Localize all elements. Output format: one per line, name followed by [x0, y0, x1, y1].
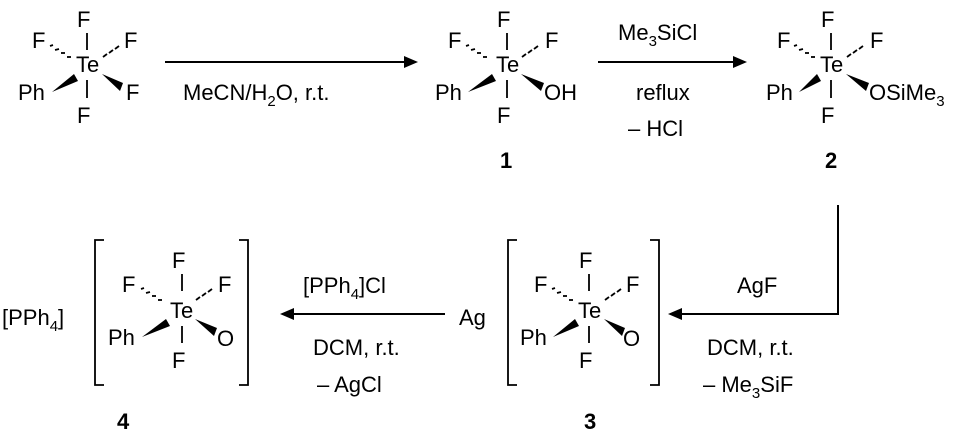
- arrowhead-2: [733, 56, 747, 68]
- wedge-bond-oxygen: [604, 319, 625, 336]
- hashed-bond-right: [604, 288, 622, 301]
- tellurium-atom: Te: [578, 298, 601, 323]
- phenyl-group: Ph: [108, 325, 135, 350]
- axial-fluorine-bottom: F: [579, 348, 592, 373]
- hashed-bond-right: [846, 45, 864, 58]
- hashed-bond-left: [140, 287, 162, 301]
- bracket-right: [650, 239, 660, 386]
- axial-fluorine-bottom: F: [821, 103, 834, 128]
- axial-fluorine-top: F: [497, 7, 510, 32]
- reaction-arrow-3: [678, 205, 839, 315]
- tellurium-atom: Te: [820, 52, 843, 77]
- condition-reagent-me3sicl: Me3SiCl: [618, 20, 697, 50]
- tellurium-atom: Te: [496, 52, 519, 77]
- hashed-bond-right: [195, 288, 213, 301]
- fluorine-back-right: F: [124, 28, 137, 53]
- compound-2: F F F Te Ph OSiMe3 F 2: [766, 7, 945, 173]
- condition-reflux: reflux: [636, 80, 690, 105]
- tellurium-atom: Te: [170, 298, 193, 323]
- compound-number-2: 2: [825, 148, 837, 173]
- wedge-bond-phenyl: [553, 319, 579, 337]
- wedge-bond-phenyl: [799, 74, 821, 92]
- bracket-right: [239, 239, 249, 386]
- wedge-bond-hydroxyl: [521, 74, 544, 91]
- arrowhead-4: [280, 308, 294, 320]
- tetraphenylphosphonium-cation: [PPh4]: [2, 305, 64, 335]
- fluorine-back-left: F: [777, 28, 790, 53]
- condition-pph4cl: [PPh4]Cl: [303, 273, 386, 303]
- fluorine-back-right: F: [626, 272, 639, 297]
- fluorine-back-left: F: [32, 28, 45, 53]
- condition-minus-me3sif: – Me3SiF: [703, 372, 793, 402]
- hashed-bond-left: [793, 44, 815, 58]
- wedge-bond-phenyl: [468, 74, 496, 92]
- axial-fluorine-bottom: F: [172, 348, 185, 373]
- axial-fluorine-top: F: [821, 7, 834, 32]
- compound-4: [PPh4] F F F Te Ph O F 4: [2, 239, 249, 434]
- fluorine-back-right: F: [870, 28, 883, 53]
- compound-1: F F F Te Ph OH F 1: [435, 7, 577, 173]
- phtef5-starting-material: F F F Te Ph F F: [18, 7, 139, 128]
- wedge-bond-phenyl: [52, 74, 78, 92]
- hashed-bond-left: [551, 287, 573, 301]
- condition-agf: AgF: [737, 273, 777, 298]
- axial-fluorine-top: F: [579, 248, 592, 273]
- bracket-left: [94, 239, 104, 386]
- compound-number-3: 3: [584, 409, 596, 434]
- phenyl-group: Ph: [435, 80, 462, 105]
- trimethylsiloxy-group: OSiMe3: [869, 80, 945, 110]
- wedge-bond-phenyl: [142, 319, 170, 337]
- condition-minus-agcl: – AgCl: [317, 372, 382, 397]
- fluorine-back-right: F: [218, 272, 231, 297]
- silver-cation: Ag: [459, 305, 486, 330]
- arrowhead-3: [668, 308, 682, 320]
- wedge-bond-oxygen: [195, 319, 217, 336]
- axial-fluorine-bottom: F: [77, 103, 90, 128]
- condition-solvent: MeCN/H2O, r.t.: [183, 80, 329, 110]
- oxide-oxygen: O: [623, 326, 640, 351]
- hashed-bond-right: [521, 45, 539, 58]
- axial-fluorine-bottom: F: [497, 103, 510, 128]
- phenyl-group: Ph: [520, 325, 547, 350]
- condition-dcm-rt-3: DCM, r.t.: [707, 335, 794, 360]
- hashed-bond-left: [49, 44, 71, 58]
- condition-dcm-rt-4: DCM, r.t.: [313, 335, 400, 360]
- compound-number-1: 1: [500, 148, 512, 173]
- phenyl-group: Ph: [18, 80, 45, 105]
- condition-minus-hcl: – HCl: [628, 116, 683, 141]
- fluorine-back-right: F: [545, 28, 558, 53]
- fluorine-front-right: F: [126, 80, 139, 105]
- compound-number-4: 4: [117, 409, 130, 434]
- phenyl-group: Ph: [766, 80, 793, 105]
- axial-fluorine-top: F: [172, 248, 185, 273]
- arrowhead-1: [404, 56, 418, 68]
- fluorine-back-left: F: [122, 272, 135, 297]
- oxide-oxygen: O: [217, 326, 234, 351]
- fluorine-back-left: F: [534, 272, 547, 297]
- compound-3: Ag F F F Te Ph O F 3: [459, 239, 660, 434]
- wedge-bond-siloxy: [846, 74, 869, 91]
- axial-fluorine-top: F: [77, 7, 90, 32]
- hydroxyl-group: OH: [544, 80, 577, 105]
- hashed-bond-right: [102, 45, 120, 58]
- fluorine-back-left: F: [448, 28, 461, 53]
- bracket-left: [507, 239, 517, 386]
- wedge-bond-fluorine: [102, 74, 123, 91]
- tellurium-atom: Te: [76, 52, 99, 77]
- hashed-bond-left: [465, 44, 487, 58]
